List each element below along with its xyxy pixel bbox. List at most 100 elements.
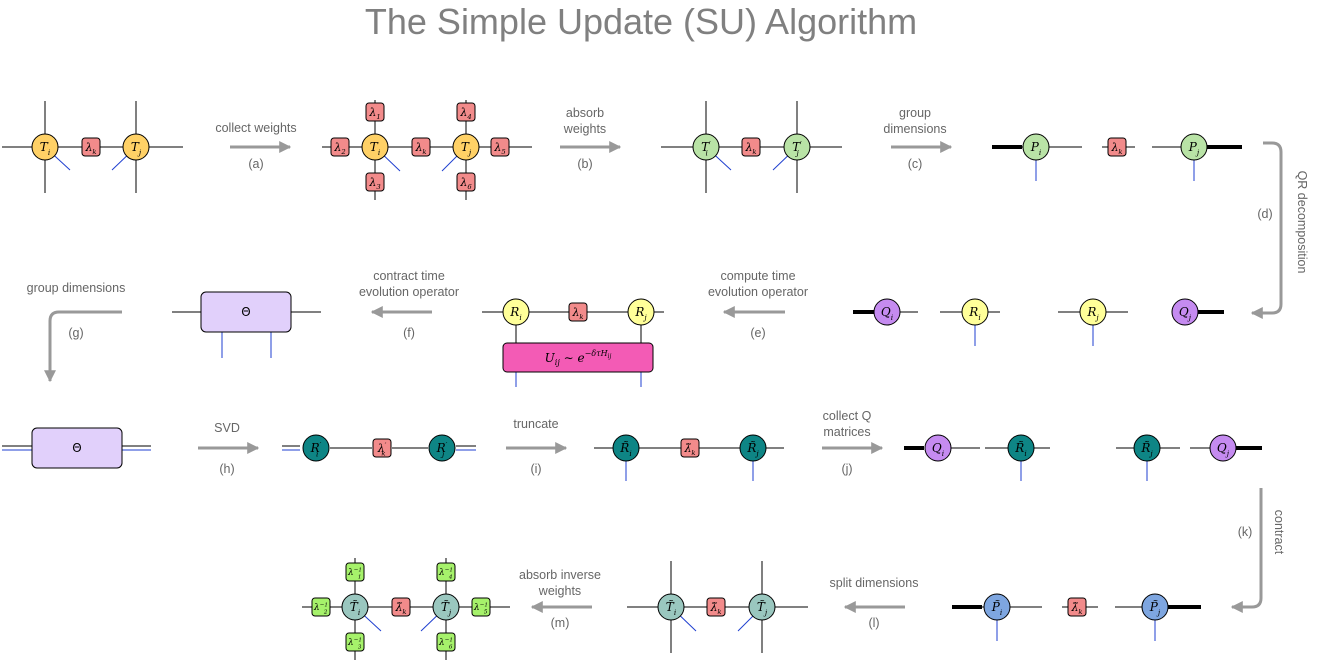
symbol-label: Ri: [509, 305, 522, 322]
step-l-label: split dimensions: [830, 576, 919, 590]
weight-lambda-k: [741, 137, 761, 157]
step-l-tag: (l): [868, 616, 879, 630]
symbol-label: λ3: [368, 176, 380, 191]
symbol-label: Ri: [968, 305, 981, 322]
symbol-label: Pj: [1188, 140, 1200, 157]
symbol-subscript: 1: [358, 574, 362, 580]
symbol-label: λk: [84, 141, 96, 156]
step-b-label: absorb: [566, 106, 604, 120]
symbol-base: λ: [459, 176, 467, 189]
symbol-label: P̃j: [1149, 599, 1161, 617]
weight-lambda-1: [365, 102, 385, 122]
tensor-r-j: [1079, 298, 1107, 326]
symbol-base: λ: [459, 106, 467, 119]
tensor-t-i: [31, 133, 59, 161]
tensor-r-tilde-j: [739, 434, 767, 462]
symbol-base: λ: [347, 638, 354, 648]
symbol-superscript: −1: [354, 638, 362, 644]
symbol-subscript: j: [1225, 449, 1230, 458]
weight-lambda-2: [330, 137, 350, 157]
symbol-subscript: 3: [376, 183, 380, 191]
symbol-base: λ: [473, 603, 480, 613]
symbol-subscript: j: [763, 608, 768, 617]
arrow-d: [1250, 141, 1283, 319]
symbol-base: λ: [333, 141, 341, 154]
step-c-label: dimensions: [883, 122, 946, 136]
symbol-base: T: [370, 140, 379, 154]
symbol-label: λk: [571, 306, 583, 321]
symbol-label: λ4: [459, 106, 471, 121]
step-j-label: collect Q: [823, 409, 872, 423]
symbol-subscript: 5: [484, 609, 488, 615]
tensor-q-j: [1209, 434, 1237, 462]
symbol-label: Ti: [40, 140, 51, 157]
inverse-weight-3: [345, 632, 365, 652]
step-i-label: truncate: [513, 417, 558, 431]
symbol-base: P̃: [991, 599, 1001, 614]
symbol-base: λ: [571, 306, 579, 319]
weight-lambda-k: [81, 137, 101, 157]
symbol-subscript: i: [674, 608, 677, 617]
symbol-base: R̃: [746, 440, 756, 455]
symbol-subscript: k: [1078, 608, 1082, 616]
operator-part: ij: [555, 358, 561, 367]
symbol-superscript: ′: [385, 441, 387, 449]
symbol-base: λ: [744, 141, 752, 154]
symbol-label: λ̃k: [394, 601, 406, 616]
inverse-weight-6: [436, 632, 456, 652]
symbol-label: R̃i: [619, 440, 632, 458]
step-d-label: QR decomposition: [1295, 171, 1309, 274]
tensor-p-j: [1180, 133, 1208, 161]
symbol-base: R: [310, 441, 320, 455]
weight-lambda-tilde-k: [1067, 597, 1087, 617]
symbol-base: R: [436, 441, 446, 455]
step-f-label: contract time: [373, 269, 445, 283]
symbol-subscript: j: [1195, 148, 1200, 157]
symbol-base: λ̃: [1070, 601, 1078, 614]
weight-lambda-k: [1107, 137, 1127, 157]
symbol-base: Q: [932, 441, 942, 455]
inverse-weight-5: [471, 597, 491, 617]
symbol-label: λ′k: [377, 441, 387, 457]
symbol-label: λk: [1110, 141, 1122, 156]
symbol-base: λ̃: [683, 442, 691, 455]
tensor-p-tilde-j: [1141, 593, 1169, 621]
step-e-label: compute time: [720, 269, 795, 283]
tensor-t-prime-j: [783, 133, 811, 161]
symbol-subscript: k: [579, 313, 583, 321]
step-a-tag: (a): [248, 157, 263, 171]
symbol-label: Ti: [370, 140, 381, 157]
tensor-t-i: [361, 133, 389, 161]
step-f-label: evolution operator: [359, 285, 459, 299]
symbol-subscript: i: [1000, 608, 1003, 617]
symbol-label: T̃i: [666, 599, 677, 617]
symbol-base: R: [1086, 305, 1096, 319]
symbol-base: λ: [438, 568, 445, 578]
symbol-subscript: 2: [323, 609, 328, 615]
symbol-subscript: j: [1094, 313, 1099, 322]
weight-lambda-k: [411, 137, 431, 157]
symbol-base: T̃: [350, 599, 359, 614]
symbol-base: P: [1030, 140, 1040, 154]
symbol-base: λ̃: [709, 601, 717, 614]
symbol-base: T̃: [666, 599, 675, 614]
symbol-base: T: [701, 140, 710, 154]
step-h-tag: (h): [219, 462, 234, 476]
symbol-subscript: 3: [358, 644, 362, 650]
tensor-r-i: [502, 298, 530, 326]
symbol-subscript: k: [717, 608, 721, 616]
tensor-r-tilde-i: [1007, 434, 1035, 462]
step-g-label: group dimensions: [27, 281, 126, 295]
symbol-label: Rj: [634, 305, 647, 322]
symbol-subscript: j: [754, 449, 759, 458]
operator-part: ∼: [560, 351, 578, 365]
symbol-subscript: 2: [340, 148, 345, 156]
theta-box: [31, 427, 123, 469]
weight-lambda-6: [456, 172, 476, 192]
symbol-subscript: i: [378, 148, 381, 157]
symbol-subscript: i: [891, 313, 894, 322]
